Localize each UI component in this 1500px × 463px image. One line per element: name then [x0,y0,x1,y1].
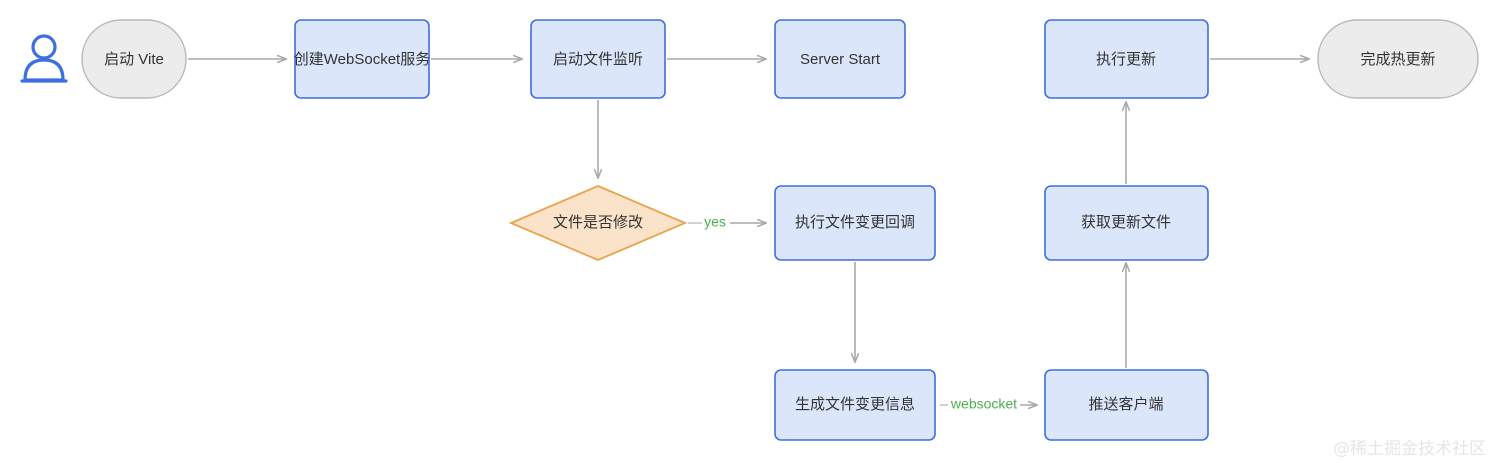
edge-label-yes: yes [704,214,726,230]
node-label-exec-update: 执行更新 [1096,51,1156,68]
node-gen-change-info[interactable]: 生成文件变更信息 [774,369,936,441]
node-label-create-websocket: 创建WebSocket服务 [294,51,430,68]
user-actor-icon [20,34,68,83]
node-push-client[interactable]: 推送客户端 [1044,369,1209,441]
edge-layer: yes websocket [188,59,1309,412]
node-file-changed[interactable]: 文件是否修改 [508,185,688,261]
node-start-vite[interactable]: 启动 Vite [81,19,187,99]
node-label-start-vite: 启动 Vite [104,51,164,68]
node-label-gen-change-info: 生成文件变更信息 [795,396,915,413]
edge-file-changed-to-exec-callback: yes [688,214,766,230]
node-label-exec-callback: 执行文件变更回调 [795,214,915,231]
node-exec-update[interactable]: 执行更新 [1044,19,1209,99]
watermark: @稀土掘金技术社区 [1333,439,1486,459]
node-label-server-start: Server Start [800,51,881,68]
edge-gen-change-info-to-push-client: websocket [940,396,1037,412]
node-label-fetch-files: 获取更新文件 [1081,214,1171,231]
node-label-finish-hmr: 完成热更新 [1360,51,1435,68]
node-fetch-files[interactable]: 获取更新文件 [1044,185,1209,261]
node-exec-callback[interactable]: 执行文件变更回调 [774,185,936,261]
node-layer: 启动 Vite 创建WebSocket服务 启动文件监听 Server Star… [81,19,1479,441]
node-finish-hmr[interactable]: 完成热更新 [1317,19,1479,99]
node-server-start[interactable]: Server Start [774,19,906,99]
node-label-file-changed: 文件是否修改 [553,214,643,231]
node-start-watcher[interactable]: 启动文件监听 [530,19,666,99]
node-label-start-watcher: 启动文件监听 [553,51,643,68]
node-label-push-client: 推送客户端 [1088,396,1163,413]
edge-label-websocket: websocket [950,396,1017,412]
node-create-websocket[interactable]: 创建WebSocket服务 [294,19,430,99]
